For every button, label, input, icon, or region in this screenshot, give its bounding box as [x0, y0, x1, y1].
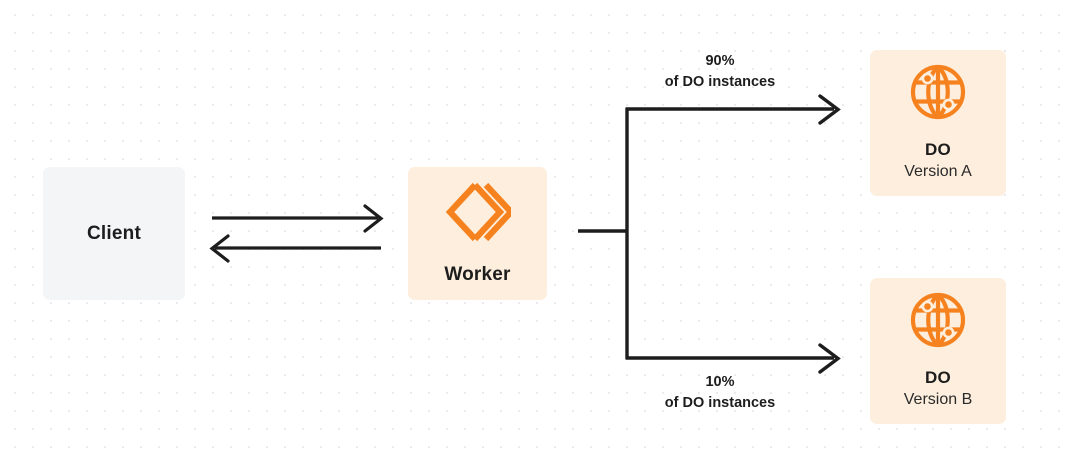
node-client-label: Client	[87, 222, 141, 244]
node-do-version-a: DO Version A	[870, 50, 1006, 196]
edge-label-do-a-caption: of DO instances	[664, 74, 776, 91]
globe-icon	[909, 63, 967, 126]
globe-icon	[909, 291, 967, 354]
cloudflare-workers-icon	[445, 181, 515, 248]
node-worker-label: Worker	[444, 264, 511, 286]
edge-worker-to-do-b	[626, 343, 841, 374]
edge-label-do-a: 90% of DO instances	[620, 51, 820, 93]
edge-worker-to-client	[209, 234, 381, 263]
edge-worker-to-do-a	[626, 94, 841, 125]
edge-label-do-b-caption: of DO instances	[664, 395, 776, 412]
node-client: Client	[43, 167, 185, 300]
edge-client-to-worker	[212, 204, 384, 233]
node-do-a-sublabel: Version A	[904, 163, 972, 181]
node-do-b-label: DO	[924, 368, 952, 387]
node-do-version-b: DO Version B	[870, 278, 1006, 424]
edge-label-do-b: 10% of DO instances	[620, 372, 820, 414]
node-do-a-label: DO	[924, 140, 952, 159]
edge-label-do-b-percent: 10%	[705, 374, 735, 390]
edge-worker-branch-trunk	[578, 107, 629, 360]
edge-label-do-a-percent: 90%	[705, 53, 735, 69]
node-worker: Worker	[408, 167, 547, 300]
node-do-b-sublabel: Version B	[903, 391, 973, 409]
